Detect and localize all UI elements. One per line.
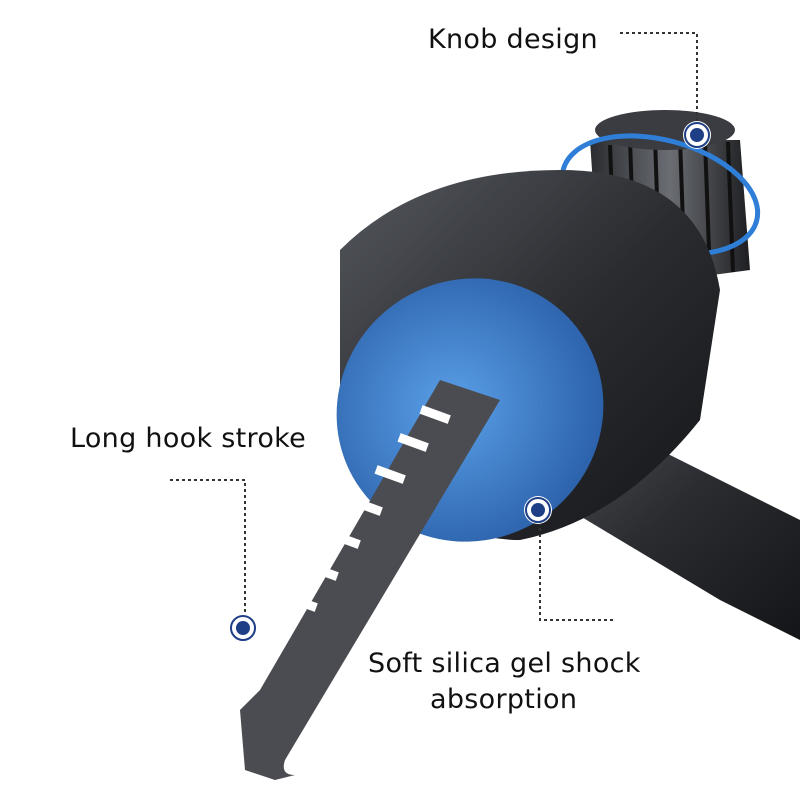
hook — [240, 380, 500, 780]
gel-leader-line — [539, 522, 615, 621]
hook-leader-line — [170, 479, 246, 615]
hook-marker — [229, 614, 257, 642]
silica-gel-label-line1: Soft silica gel shock — [368, 648, 641, 679]
long-hook-stroke-label: Long hook stroke — [70, 423, 307, 454]
gel-marker — [524, 496, 552, 524]
knob-leader-line — [620, 32, 698, 125]
knob-marker — [683, 121, 711, 149]
silica-gel-label-line2: absorption — [430, 684, 578, 715]
knob-design-label: Knob design — [428, 24, 598, 55]
